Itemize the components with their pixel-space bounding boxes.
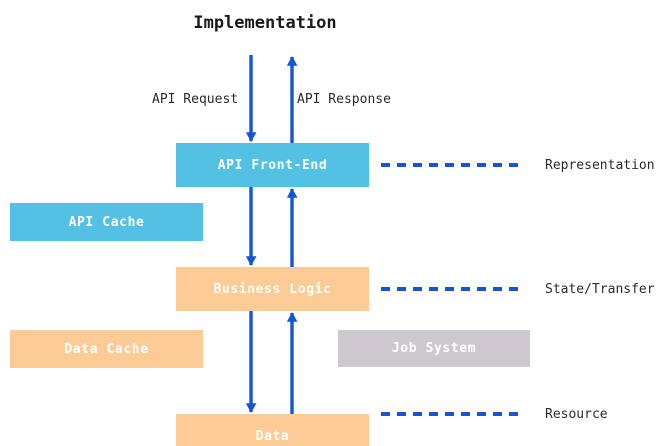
dashed-connector-icon — [381, 163, 525, 167]
node-data-cache[interactable]: Data Cache — [10, 330, 203, 368]
flow-label-api-response: API Response — [297, 92, 391, 107]
node-job-system[interactable]: Job System — [338, 330, 530, 367]
node-api-cache[interactable]: API Cache — [10, 203, 203, 241]
node-api-front-end[interactable]: API Front-End — [176, 143, 369, 187]
layer-label-state-transfer: State/Transfer — [545, 281, 655, 297]
node-business-logic[interactable]: Business Logic — [176, 267, 369, 311]
page-title: Implementation — [193, 13, 337, 33]
layer-annotation-resource: Resource — [381, 405, 608, 423]
flow-label-api-request: API Request — [152, 92, 239, 107]
node-data[interactable]: Data — [176, 414, 369, 446]
layer-label-representation: Representation — [545, 157, 655, 173]
layer-label-resource: Resource — [545, 406, 608, 422]
dashed-connector-icon — [381, 287, 525, 291]
layer-annotation-representation: Representation — [381, 156, 655, 174]
dashed-connector-icon — [381, 412, 525, 416]
layer-annotation-state-transfer: State/Transfer — [381, 280, 655, 298]
